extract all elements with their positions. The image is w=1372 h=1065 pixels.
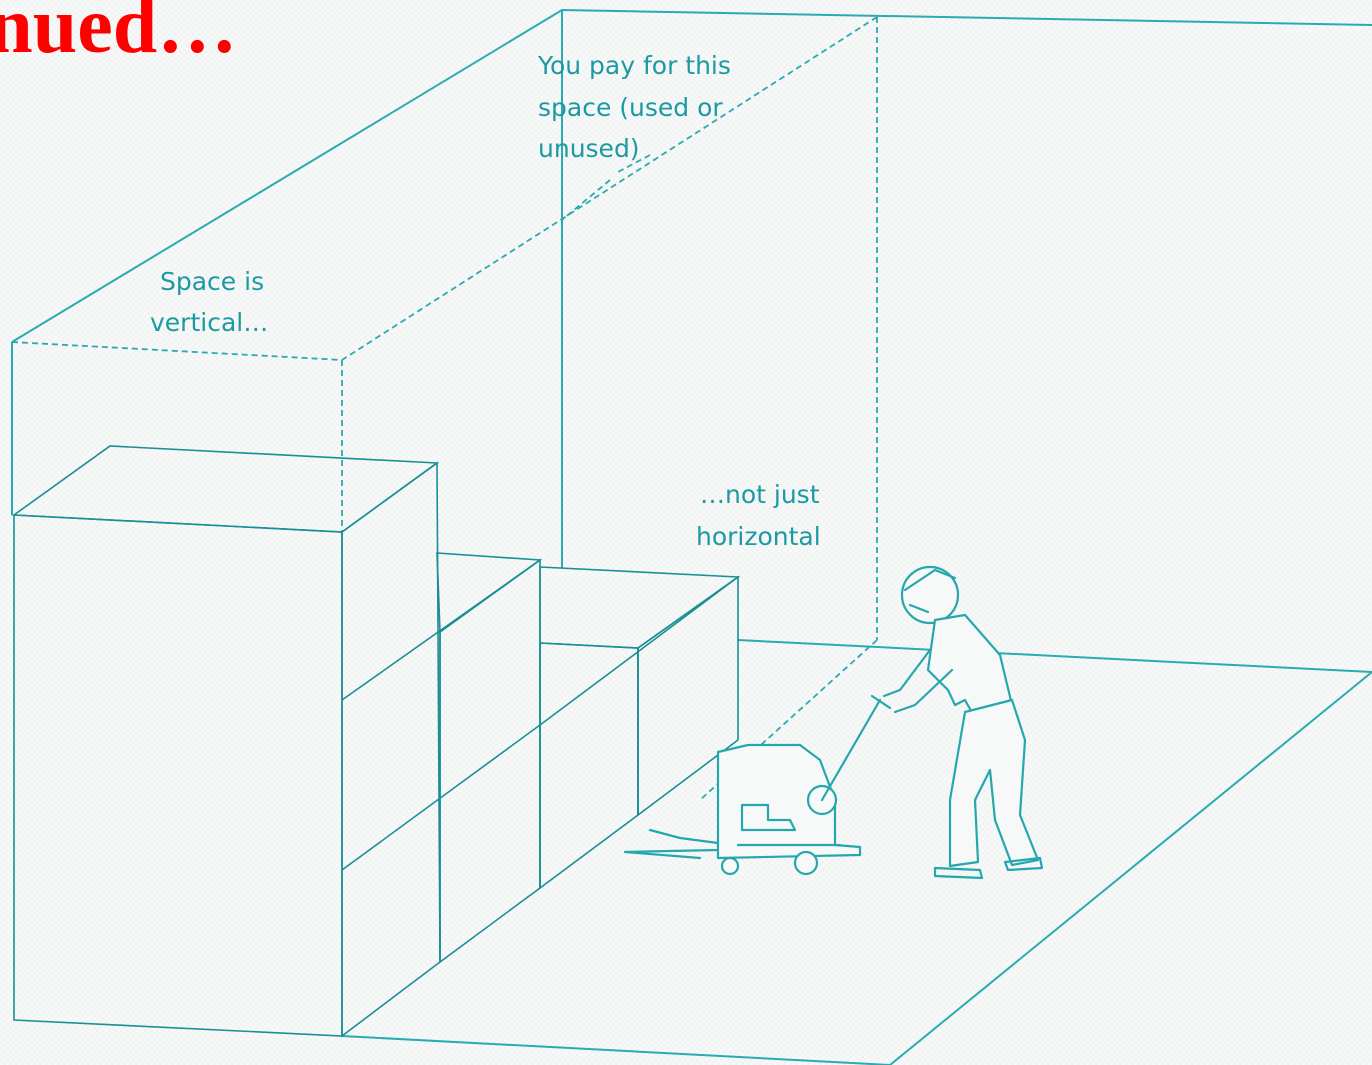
box-top-left: [11, 445, 440, 533]
label-vertical-line2: vertical…: [150, 308, 268, 337]
box-top-right: [539, 566, 741, 649]
diagram-labels: You pay for this space (used or unused) …: [150, 51, 821, 551]
warehouse-outline: [11, 8, 1372, 1065]
box-face-front: [13, 514, 343, 1037]
back-wall-outline: [11, 8, 1372, 1065]
label-vertical-line1: Space is: [160, 267, 264, 296]
box-top-middle: [436, 552, 543, 634]
pallet-jack-icon: [623, 694, 892, 876]
box-face-right-end: [539, 642, 639, 890]
label-pay-line2: space (used or: [538, 93, 723, 122]
slide-title: inued…: [0, 0, 238, 70]
label-horizontal-line2: horizontal: [696, 522, 821, 551]
label-pay-line3: unused): [538, 134, 640, 163]
label-horizontal-line1: …not just: [700, 480, 820, 509]
worker-pushing-pallet-jack-icon: [623, 565, 1044, 880]
label-pay-line1: You pay for this: [537, 51, 731, 80]
used-space-outline: [11, 16, 878, 801]
dashed-pay-pointer: [561, 154, 651, 221]
box-dividers: [341, 559, 739, 962]
floor-front-edge: [341, 1035, 891, 1065]
box-stack: [11, 445, 741, 1038]
worker-icon: [882, 565, 1044, 880]
dashed-space-box: [11, 16, 878, 801]
box-face-left-side: [341, 461, 441, 1038]
